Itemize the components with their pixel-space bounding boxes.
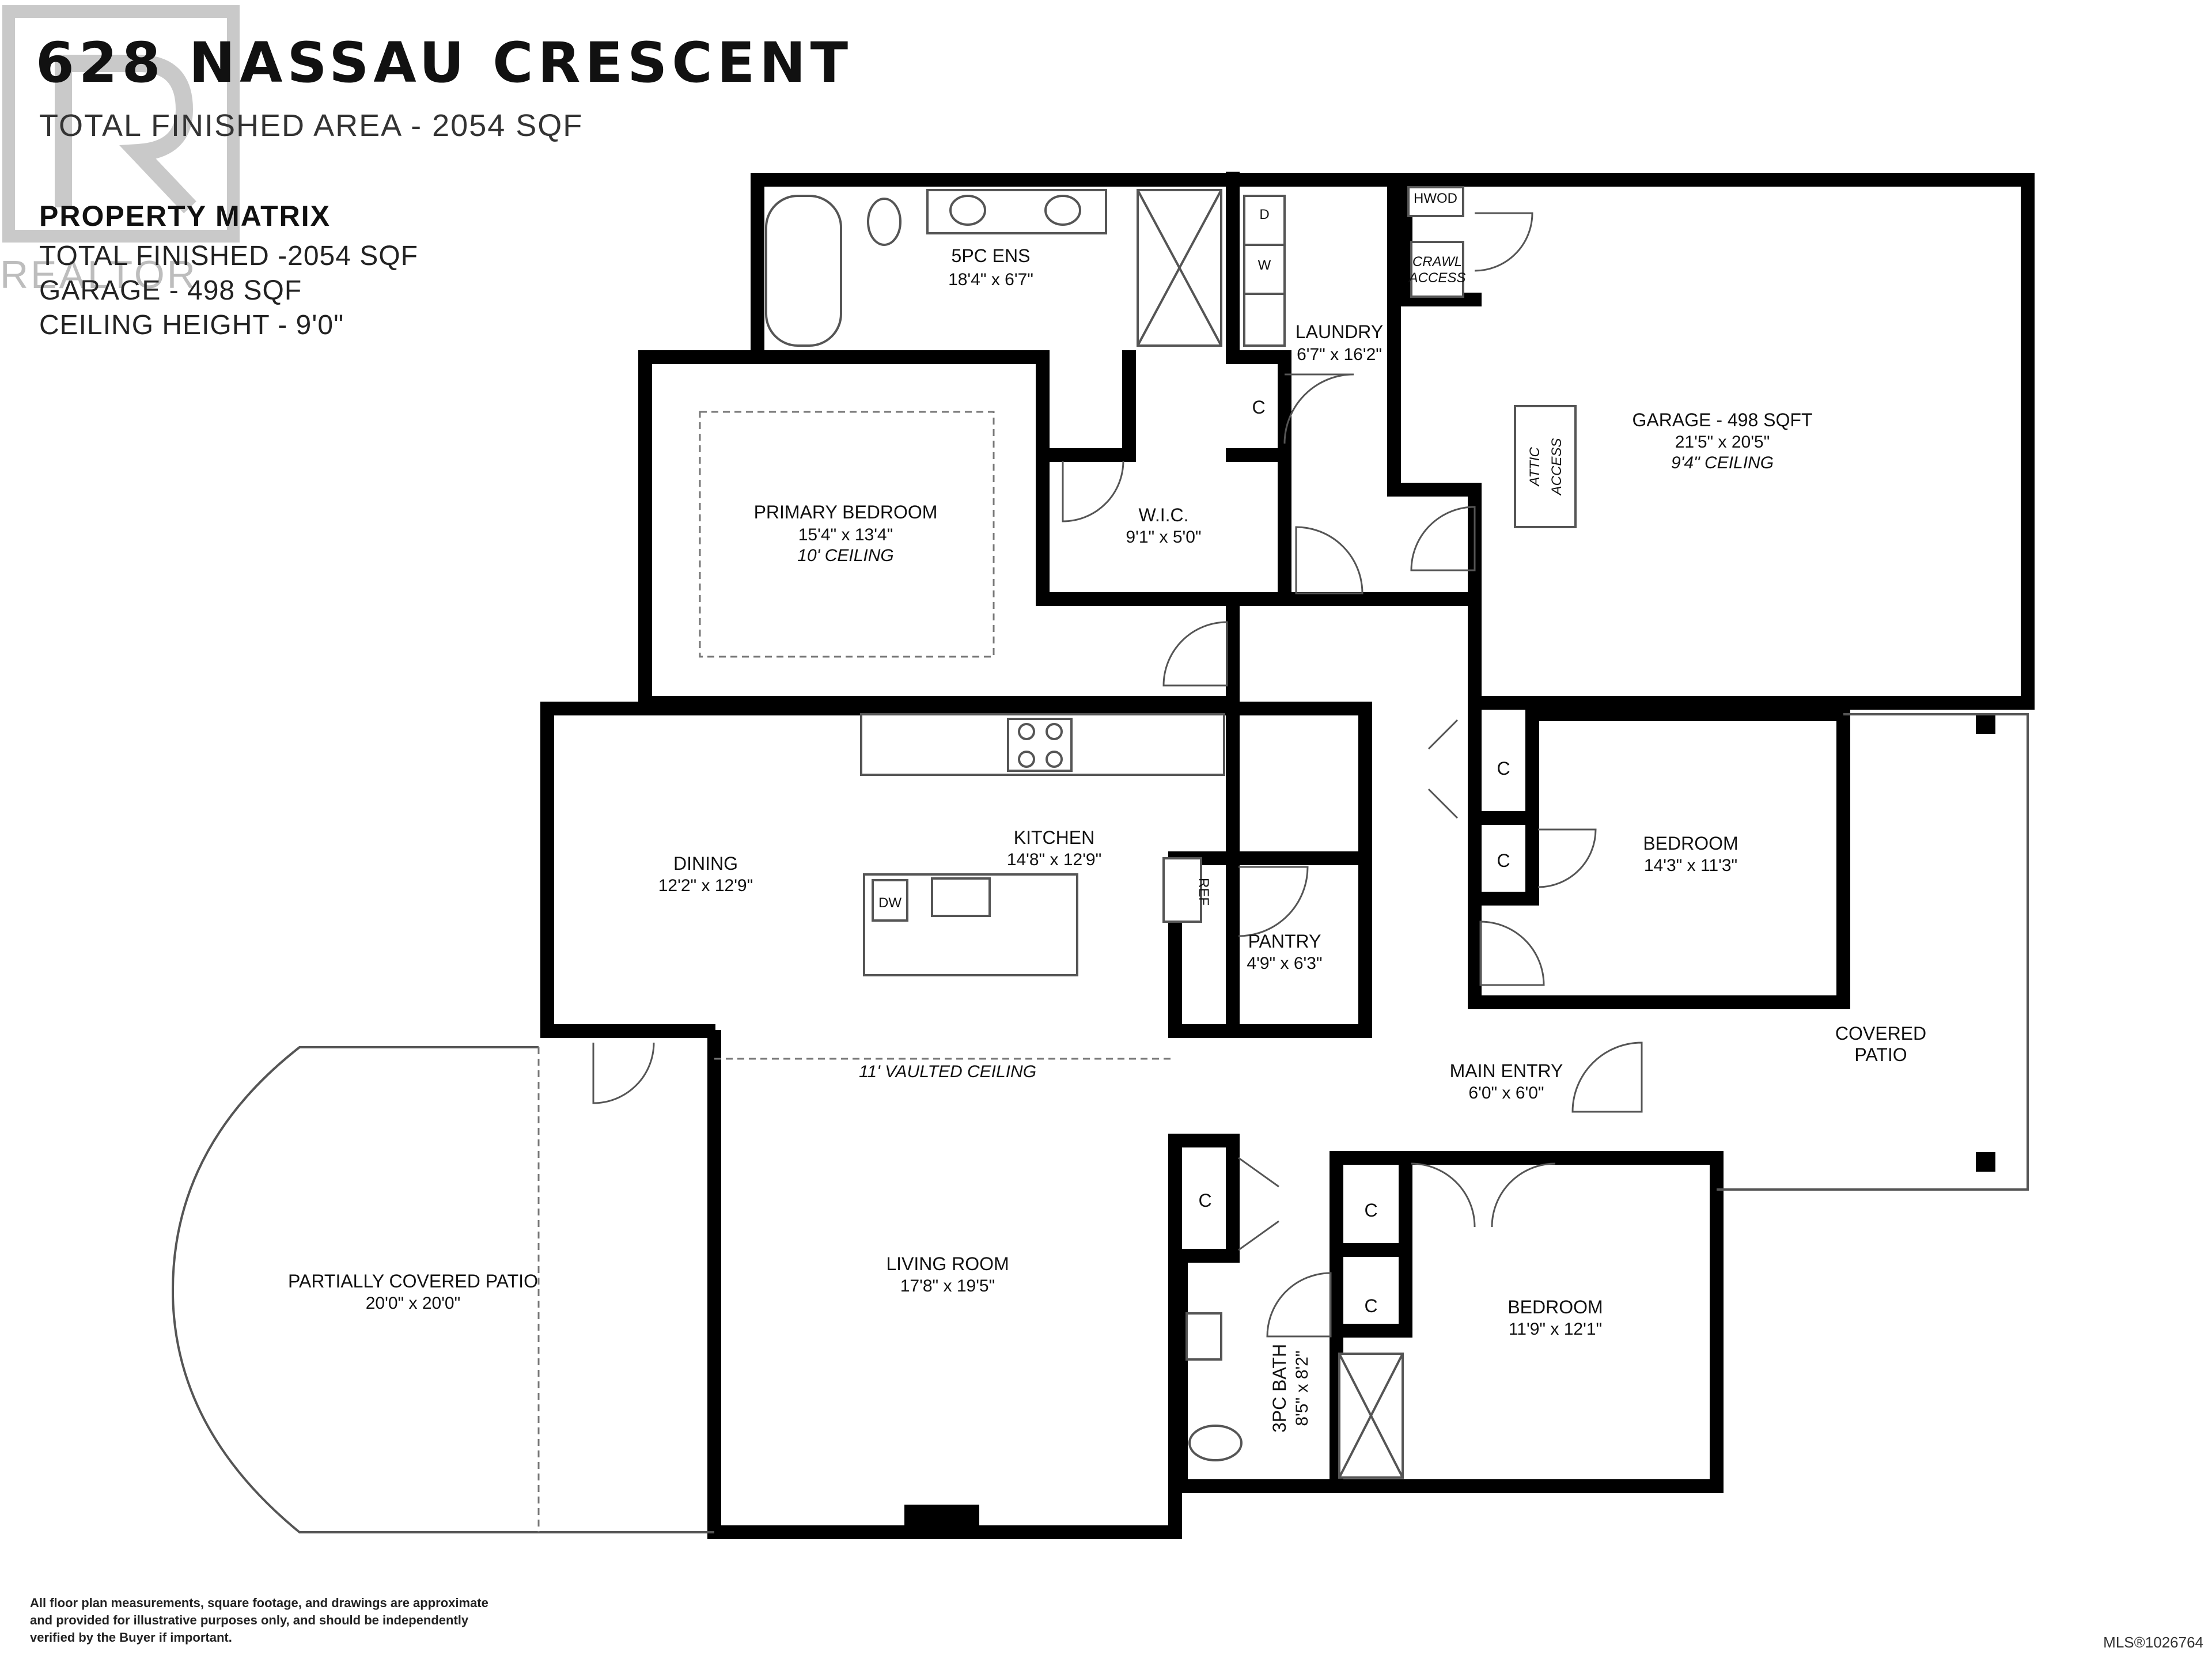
room-laundry-dims: 6'7" x 16'2" <box>1297 345 1382 364</box>
patio-outline <box>171 1046 714 1533</box>
property-matrix-heading: PROPERTY MATRIX <box>39 200 331 232</box>
room-bath3-dims: 8'5" x 8'2" <box>1293 1350 1312 1426</box>
room-garage-note: 9'4" CEILING <box>1671 453 1774 472</box>
attic-access-label-2: ACCESS <box>1549 438 1565 497</box>
room-laundry-name: LAUNDRY <box>1296 321 1383 342</box>
realtor-watermark-text: REALTOR <box>0 253 198 297</box>
room-dining-dims: 12'2" x 12'9" <box>658 876 753 895</box>
closet-label: C <box>1364 1200 1377 1221</box>
mls-number: MLS®1026764 <box>2103 1634 2203 1651</box>
hwod-label: HWOD <box>1414 191 1457 206</box>
room-primary-bedroom-dims: 15'4" x 13'4" <box>798 525 893 544</box>
attic-access-label: ATTIC <box>1527 447 1543 487</box>
room-wic-dims: 9'1" x 5'0" <box>1126 528 1201 547</box>
page-title: 628 NASSAU CRESCENT <box>36 31 853 95</box>
room-kitchen-name: KITCHEN <box>1014 827 1094 848</box>
room-main-entry-dims: 6'0" x 6'0" <box>1468 1084 1544 1103</box>
page-subtitle: TOTAL FINISHED AREA - 2054 SQF <box>39 108 583 143</box>
vaulted-ceiling-note: 11' VAULTED CEILING <box>859 1062 1036 1081</box>
walls <box>540 172 2035 1539</box>
disclaimer-line: and provided for illustrative purposes o… <box>30 1613 469 1627</box>
room-bath3-name: 3PC BATH <box>1269 1344 1290 1433</box>
door-swings <box>592 212 1643 1338</box>
room-partial-patio-dims: 20'0" x 20'0" <box>366 1294 461 1313</box>
room-living-name: LIVING ROOM <box>886 1253 1009 1274</box>
crawl-access-label: CRAWL <box>1412 254 1462 270</box>
property-matrix-line: GARAGE - 498 SQF <box>39 275 302 306</box>
room-living-dims: 17'8" x 19'5" <box>900 1277 995 1296</box>
property-matrix-line: TOTAL FINISHED -2054 SQF <box>39 241 418 271</box>
closet-label: C <box>1497 850 1510 871</box>
disclaimer-line: All floor plan measurements, square foot… <box>30 1596 488 1610</box>
room-covered-patio-name: COVERED <box>1835 1023 1926 1044</box>
washer-label: W <box>1258 257 1271 273</box>
disclaimer-line: verified by the Buyer if important. <box>30 1630 232 1645</box>
room-labels: 5PC ENS 18'4" x 6'7" D W LAUNDRY 6'7" x … <box>288 191 1926 1433</box>
dishwasher-label: DW <box>878 895 902 911</box>
closet-label: C <box>1198 1190 1211 1211</box>
closet-label: C <box>1364 1296 1377 1316</box>
crawl-access-label-2: ACCESS <box>1408 270 1466 286</box>
realtor-logo <box>2 5 240 243</box>
fridge-label: REF <box>1196 878 1211 906</box>
room-ensuite-dims: 18'4" x 6'7" <box>948 270 1033 289</box>
room-primary-bedroom-note: 10' CEILING <box>797 546 893 565</box>
dryer-label: D <box>1259 207 1269 222</box>
room-pantry-dims: 4'9" x 6'3" <box>1247 954 1322 973</box>
room-kitchen-dims: 14'8" x 12'9" <box>1007 850 1102 869</box>
room-garage-dims: 21'5" x 20'5" <box>1675 433 1770 452</box>
room-bedroom-east-name: BEDROOM <box>1643 833 1738 854</box>
room-primary-bedroom-name: PRIMARY BEDROOM <box>754 502 938 522</box>
room-garage-name: GARAGE - 498 SQFT <box>1633 410 1813 430</box>
room-pantry-name: PANTRY <box>1248 931 1321 952</box>
fixtures <box>699 186 1577 1479</box>
property-matrix-line: CEILING HEIGHT - 9'0" <box>39 310 344 340</box>
room-wic-name: W.I.C. <box>1138 505 1188 525</box>
closet-label: C <box>1497 758 1510 779</box>
room-bedroom-south-name: BEDROOM <box>1508 1297 1603 1317</box>
closet-label: C <box>1252 397 1265 418</box>
room-bedroom-east-dims: 14'3" x 11'3" <box>1644 856 1737 875</box>
room-ensuite-name: 5PC ENS <box>952 245 1031 266</box>
room-main-entry-name: MAIN ENTRY <box>1450 1060 1563 1081</box>
room-bedroom-south-dims: 11'9" x 12'1" <box>1509 1320 1602 1339</box>
room-partial-patio-name: PARTIALLY COVERED PATIO <box>288 1271 538 1291</box>
room-covered-patio-name-2: PATIO <box>1854 1044 1907 1065</box>
room-dining-name: DINING <box>673 853 738 874</box>
